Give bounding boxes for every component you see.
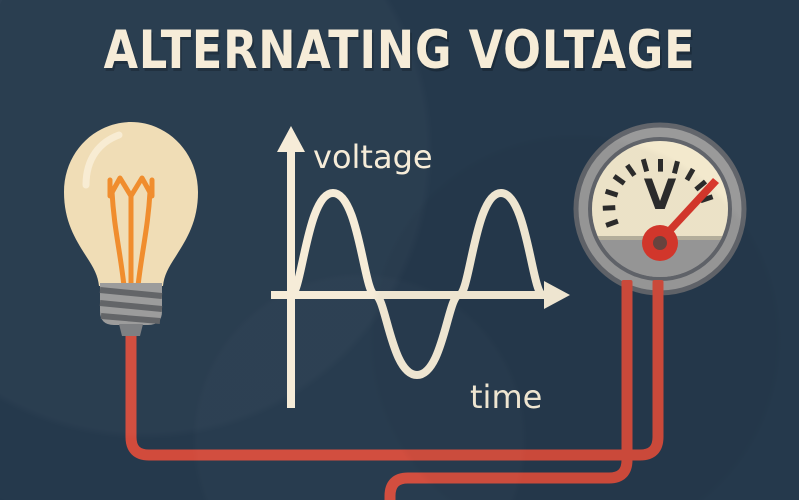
bulb-base-ridges: [99, 287, 163, 324]
y-axis-label: voltage: [313, 138, 433, 176]
meter-terminals: [621, 280, 664, 296]
x-axis-label: time: [470, 378, 542, 416]
bulb-screw-base: [99, 283, 163, 336]
bulb-base-contact: [119, 324, 143, 336]
wire-meter-left: [384, 282, 633, 500]
meter-inner-ring: [588, 137, 732, 281]
sine-wave-curve: [287, 189, 547, 379]
meter-needle: [642, 178, 719, 261]
meter-unit-label: V: [644, 170, 677, 219]
page-title: ALTERNATING VOLTAGE: [103, 20, 696, 81]
meter-scale-ticks: [602, 158, 714, 228]
x-axis: [271, 281, 570, 309]
y-axis: [277, 126, 305, 408]
bulb-filament: [107, 175, 155, 289]
wire-bulb-to-meter: [125, 282, 664, 461]
bulb-highlight: [82, 131, 123, 189]
